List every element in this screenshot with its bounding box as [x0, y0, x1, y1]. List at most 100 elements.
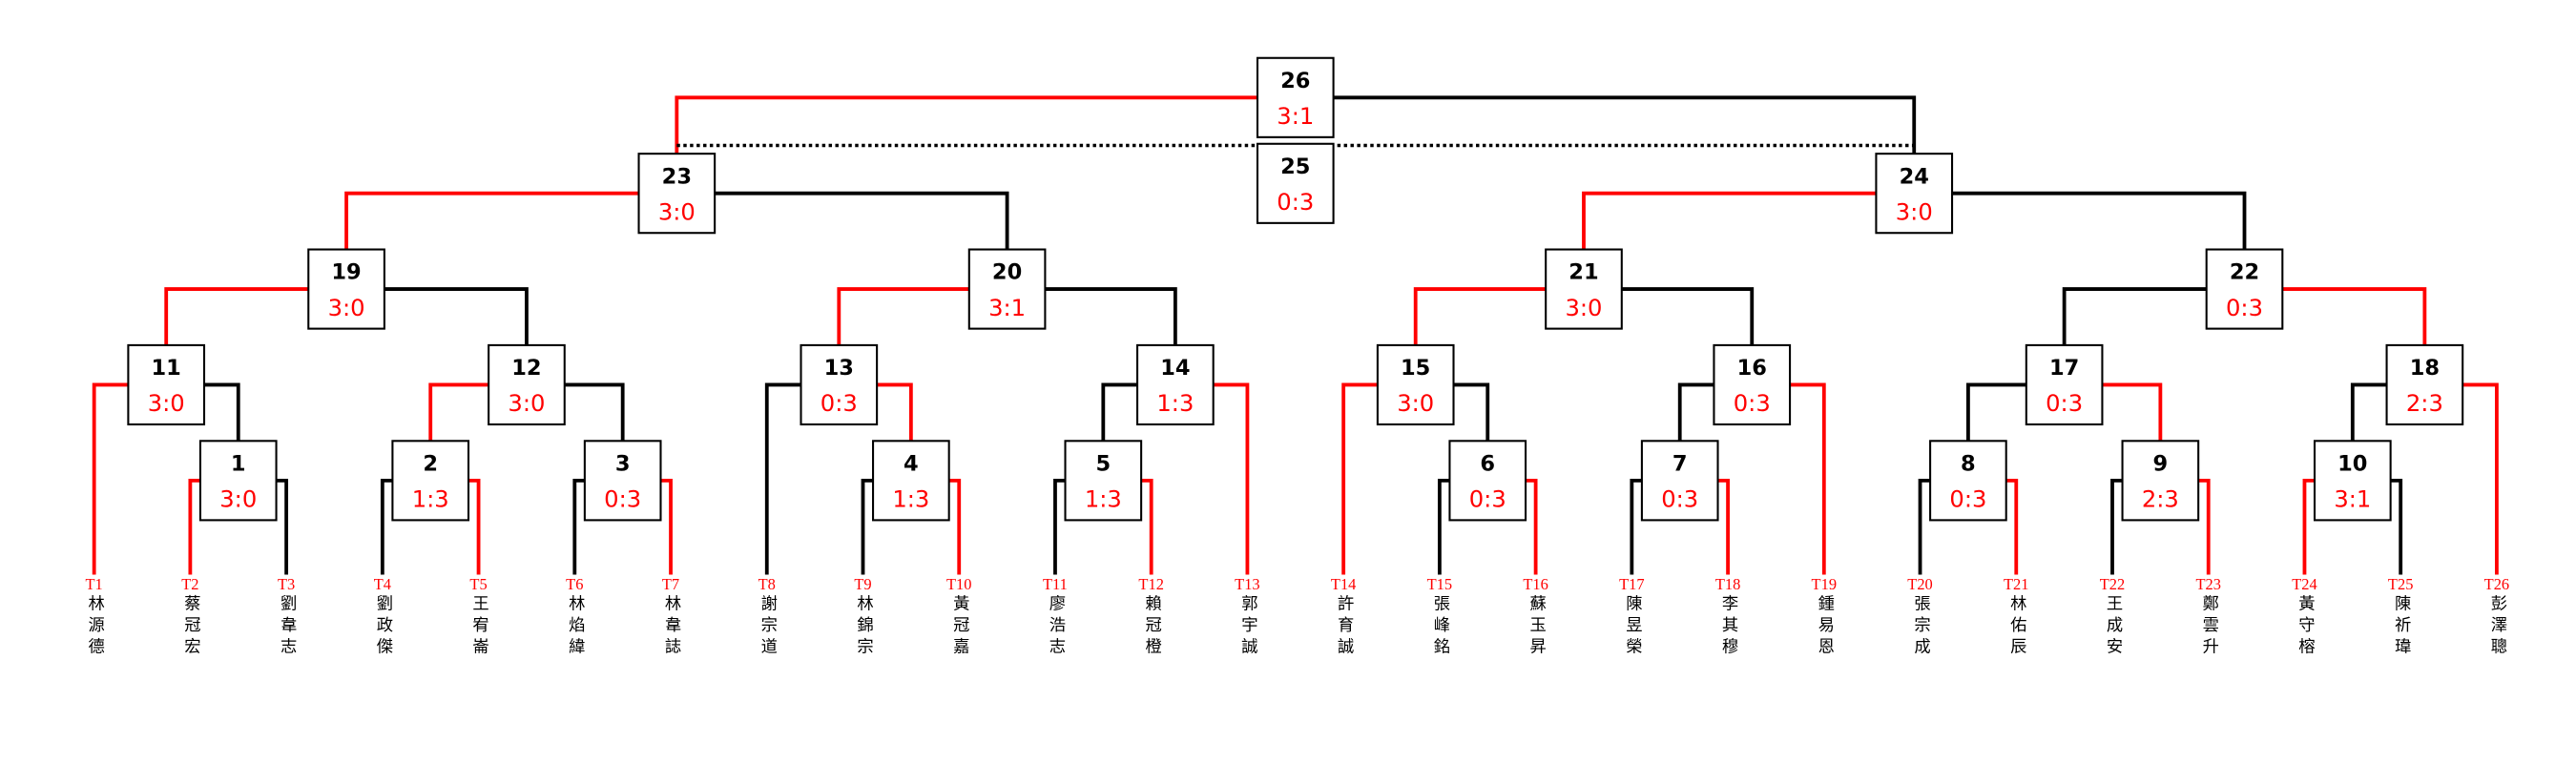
match-box-frame	[1136, 343, 1215, 426]
team-labels: T1林源德T2蔡冠宏T3劉韋志T4劉政傑T5王宥崙T6林焰緯T7林韋誌T8謝宗道…	[85, 575, 2510, 659]
player-name: 許育誠	[1334, 594, 1354, 658]
player-name: 王成安	[2103, 594, 2123, 658]
match-box-9[interactable]: 92:3	[2121, 440, 2200, 522]
loser-path-line	[1053, 478, 1066, 575]
loser-path-line	[1918, 478, 1931, 575]
match-box-frame	[2313, 440, 2392, 522]
player-name: 劉政傑	[373, 594, 393, 658]
loser-path-line	[564, 382, 625, 442]
winner-path-line	[1717, 478, 1730, 575]
match-box-12[interactable]: 123:0	[488, 343, 566, 426]
match-number: 17	[2049, 356, 2079, 381]
winner-path-line	[2198, 478, 2211, 575]
loser-path-line	[2350, 382, 2387, 442]
match-box-21[interactable]: 213:0	[1545, 248, 1623, 330]
match-box-2[interactable]: 21:3	[391, 440, 470, 522]
match-box-4[interactable]: 41:3	[872, 440, 950, 522]
team-id-label: T9	[854, 575, 871, 593]
match-box-20[interactable]: 203:1	[967, 248, 1047, 330]
loser-path-line	[572, 478, 585, 575]
team-id-label: T11	[1043, 575, 1068, 593]
match-box-14[interactable]: 141:3	[1136, 343, 1215, 426]
loser-path-line	[384, 287, 529, 345]
team-id-label: T26	[2484, 575, 2509, 593]
player-name: 王宥崙	[469, 594, 489, 658]
match-score: 3:0	[1896, 198, 1933, 225]
winner-path-line	[1341, 382, 1378, 575]
match-score: 1:3	[412, 486, 449, 513]
match-box-16[interactable]: 160:3	[1713, 343, 1792, 426]
match-score: 3:0	[508, 390, 545, 417]
loser-path-line	[1677, 382, 1714, 442]
team-id-label: T21	[2004, 575, 2028, 593]
match-box-frame	[1448, 440, 1527, 522]
match-box-frame	[2025, 343, 2104, 426]
match-box-25[interactable]: 250:3	[1256, 142, 1335, 224]
team-id-label: T5	[469, 575, 487, 593]
winner-path-line	[877, 382, 913, 442]
loser-path-line	[1952, 191, 2247, 250]
player-name: 林源德	[85, 594, 105, 658]
match-score: 3:0	[148, 390, 185, 417]
match-score: 0:3	[1469, 486, 1506, 513]
player-name: 林錦宗	[854, 594, 874, 658]
match-box-19[interactable]: 193:0	[307, 248, 385, 330]
match-number: 12	[511, 356, 541, 381]
match-box-26[interactable]: 263:1	[1256, 56, 1335, 138]
match-number: 18	[2410, 356, 2440, 381]
team-id-label: T2	[181, 575, 198, 593]
match-number: 10	[2337, 451, 2367, 476]
match-box-7[interactable]: 70:3	[1640, 440, 1719, 522]
match-box-5[interactable]: 51:3	[1064, 440, 1143, 522]
match-box-8[interactable]: 80:3	[1929, 440, 2007, 522]
match-box-1[interactable]: 13:0	[198, 440, 278, 522]
player-name: 廖浩志	[1046, 594, 1066, 658]
match-number: 14	[1160, 356, 1190, 381]
match-score: 3:1	[988, 295, 1026, 321]
player-name: 謝宗道	[758, 594, 778, 658]
match-box-24[interactable]: 243:0	[1875, 153, 1954, 235]
loser-path-line	[276, 478, 289, 575]
player-name: 蘇玉昇	[1527, 594, 1547, 658]
player-name: 鍾易恩	[1815, 594, 1835, 658]
match-box-frame	[1256, 142, 1335, 224]
match-box-frame	[967, 248, 1047, 330]
winner-path-line	[2102, 382, 2163, 442]
match-box-13[interactable]: 130:3	[800, 343, 879, 426]
match-box-11[interactable]: 113:0	[127, 343, 206, 426]
match-box-18[interactable]: 182:3	[2385, 343, 2464, 426]
team-id-label: T20	[1907, 575, 1932, 593]
winner-path-line	[164, 287, 309, 345]
winner-path-line	[948, 478, 962, 575]
winner-path-line	[92, 382, 129, 575]
match-box-15[interactable]: 153:0	[1376, 343, 1455, 426]
loser-path-line	[1333, 95, 1917, 155]
match-number: 5	[1095, 451, 1111, 476]
winner-path-line	[660, 478, 673, 575]
team-id-label: T15	[1427, 575, 1452, 593]
match-box-10[interactable]: 103:1	[2313, 440, 2392, 522]
match-number: 4	[904, 451, 919, 476]
loser-path-line	[2062, 287, 2207, 345]
match-box-frame	[872, 440, 950, 522]
match-box-23[interactable]: 233:0	[637, 153, 717, 235]
winner-path-line	[2462, 382, 2499, 575]
match-box-frame	[391, 440, 470, 522]
match-number: 26	[1280, 69, 1310, 93]
match-box-6[interactable]: 60:3	[1448, 440, 1527, 522]
match-box-22[interactable]: 220:3	[2205, 248, 2284, 330]
match-box-17[interactable]: 170:3	[2025, 343, 2104, 426]
match-box-3[interactable]: 30:3	[583, 440, 662, 522]
